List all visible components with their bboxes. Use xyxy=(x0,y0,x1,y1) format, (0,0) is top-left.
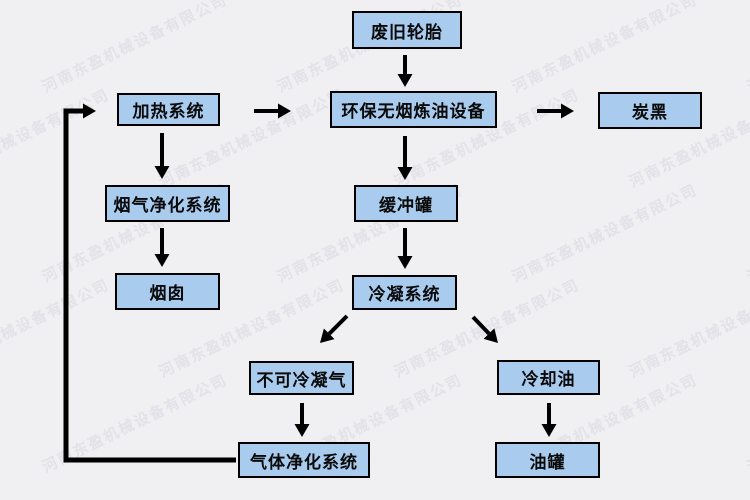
node-label: 环保无烟炼油设备 xyxy=(341,102,486,121)
node-label: 冷却油 xyxy=(521,370,576,389)
arrow-flue-gas-purification-to-chimney xyxy=(154,228,170,267)
node-label: 气体净化系统 xyxy=(250,452,358,472)
arrow-condensing-system-to-cooling-oil xyxy=(471,315,498,343)
arrow-buffer-tank-to-condensing-system xyxy=(397,228,413,269)
node-label: 油罐 xyxy=(529,452,566,472)
node-label: 烟气净化系统 xyxy=(113,196,222,215)
arrow-cooling-oil-to-oil-tank xyxy=(541,403,557,437)
node-gas-purification-system: 气体净化系统 xyxy=(238,442,370,478)
arrow-refining-equipment-to-buffer-tank xyxy=(397,136,413,180)
node-oil-tank: 油罐 xyxy=(495,442,600,478)
node-non-condensable-gas: 不可冷凝气 xyxy=(249,361,354,395)
node-heating-system: 加热系统 xyxy=(117,93,220,126)
node-label: 缓冲罐 xyxy=(379,196,433,215)
arrow-condensing-system-to-non-condensable-gas xyxy=(320,314,349,343)
arrow-gas-purification-system-to-heating-system xyxy=(63,103,236,463)
node-refining-equipment: 环保无烟炼油设备 xyxy=(330,91,497,128)
node-flue-gas-purification: 烟气净化系统 xyxy=(105,185,230,222)
node-label: 废旧轮胎 xyxy=(371,22,443,42)
node-label: 不可冷凝气 xyxy=(256,370,347,390)
node-buffer-tank: 缓冲罐 xyxy=(354,185,458,222)
node-waste-tires: 废旧轮胎 xyxy=(352,11,462,49)
node-label: 加热系统 xyxy=(132,102,205,121)
arrow-non-condensable-gas-to-gas-purification-system xyxy=(294,403,310,437)
arrow-waste-tires-to-refining-equipment xyxy=(397,55,413,87)
node-carbon-black: 炭黑 xyxy=(598,92,702,129)
node-label: 烟囱 xyxy=(149,284,186,303)
arrow-heating-system-to-flue-gas-purification xyxy=(154,133,170,179)
arrow-heating-system-to-refining-equipment xyxy=(254,103,291,119)
node-chimney: 烟囱 xyxy=(115,273,220,310)
arrow-refining-equipment-to-carbon-black xyxy=(537,103,574,119)
node-condensing-system: 冷凝系统 xyxy=(352,275,457,310)
node-label: 冷凝系统 xyxy=(368,285,441,304)
node-cooling-oil: 冷却油 xyxy=(497,360,600,395)
node-label: 炭黑 xyxy=(632,103,668,122)
